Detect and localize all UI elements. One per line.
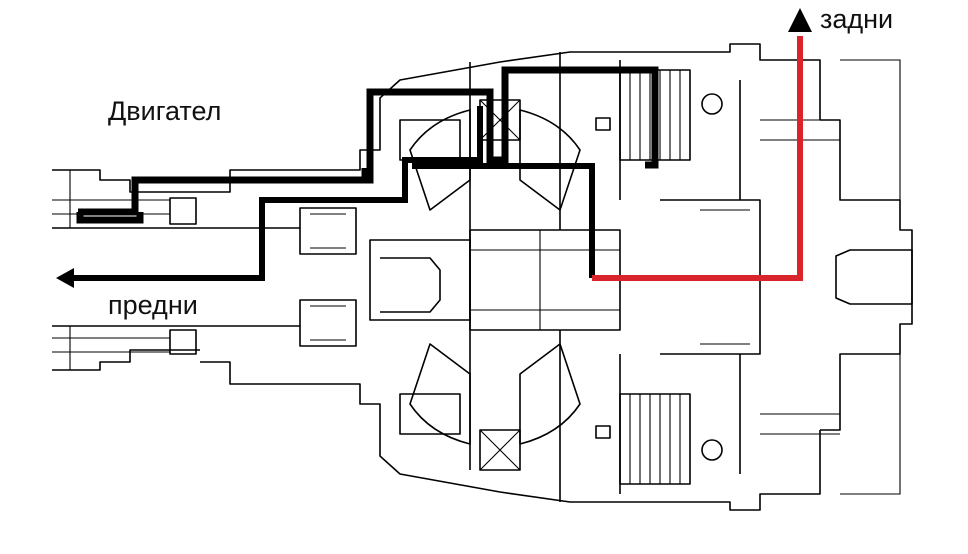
front-output-label: предни xyxy=(108,290,198,320)
engine-label: Двигател xyxy=(108,96,222,126)
engine-path-line xyxy=(78,66,659,216)
engine-input-path xyxy=(76,66,659,224)
front-arrow-head xyxy=(56,268,74,288)
rear-output-label: задни xyxy=(820,4,894,34)
rear-arrow-head xyxy=(788,8,812,32)
front-output-path xyxy=(56,106,483,288)
rear-path-line xyxy=(592,36,803,281)
rear-black-segment xyxy=(412,163,595,278)
front-path-line xyxy=(68,106,483,281)
rear-output-path xyxy=(412,8,812,281)
